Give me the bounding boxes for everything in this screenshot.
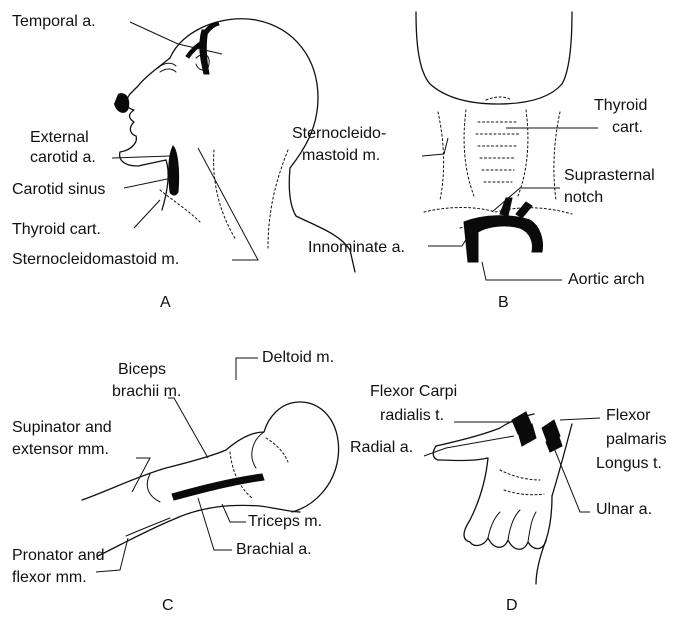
panel-letter-a: A	[160, 294, 171, 311]
arm-outline	[82, 402, 339, 556]
label-fcr-line1: Flexor Carpi	[370, 383, 457, 400]
panel-c: Deltoid m. Biceps brachii m. Supinator a…	[12, 349, 339, 614]
carotid-artery	[169, 146, 179, 195]
label-carotid-sinus: Carotid sinus	[12, 181, 105, 198]
label-thyroid-a: Thyroid cart.	[12, 221, 101, 238]
jaw-outline	[416, 12, 572, 228]
label-fcr-line2: radialis t.	[380, 407, 444, 424]
label-thyroid-b-line1: Thyroid	[594, 97, 647, 114]
leader-thyroid-a	[134, 200, 160, 228]
panel-letter-d: D	[506, 597, 518, 614]
leader-flexor	[560, 418, 600, 420]
label-biceps-line2: brachii m.	[112, 383, 181, 400]
label-thyroid-b-line2: cart.	[612, 119, 643, 136]
leader-ulnar	[554, 448, 590, 512]
leader-aortic-arch	[482, 262, 562, 280]
mouth-shape	[114, 93, 129, 113]
leader-scm-a	[198, 148, 258, 260]
label-brachial: Brachial a.	[236, 541, 312, 558]
label-biceps-line1: Biceps	[118, 361, 166, 378]
label-notch-line2: notch	[564, 189, 603, 206]
label-ulnar: Ulnar a.	[596, 501, 652, 518]
leader-carotid-sinus	[124, 178, 172, 188]
label-notch-line1: Suprasternal	[564, 167, 655, 184]
label-flexor-line3: Longus t.	[596, 455, 662, 472]
temporal-artery	[186, 22, 219, 74]
label-innominate: Innominate a.	[308, 239, 405, 256]
label-pronator-line1: Pronator and	[12, 547, 105, 564]
label-radial: Radial a.	[350, 439, 413, 456]
label-pronator-line2: flexor mm.	[12, 569, 87, 586]
panel-letter-c: C	[162, 597, 174, 614]
label-flexor-line1: Flexor	[606, 407, 651, 424]
head-outline	[120, 19, 355, 272]
label-triceps: Triceps m.	[248, 513, 322, 530]
aortic-vessels	[464, 198, 543, 262]
label-scm-b-line2: mastoid m.	[302, 147, 380, 164]
label-deltoid: Deltoid m.	[262, 349, 334, 366]
label-scm-b-line1: Sternocleido-	[292, 125, 386, 142]
leader-external-carotid	[112, 156, 170, 158]
leader-scm-b	[422, 138, 448, 156]
leader-biceps	[168, 398, 208, 458]
label-flexor-line2: palmaris	[606, 431, 666, 448]
label-external-line1: External	[30, 129, 89, 146]
panel-d: Flexor Carpi radialis t. Radial a. Flexo…	[350, 383, 666, 614]
label-scm-a: Sternocleidomastoid m.	[12, 251, 179, 268]
label-external-line2: carotid a.	[30, 149, 96, 166]
wrist-vessels	[512, 412, 562, 452]
label-temporal: Temporal a.	[12, 13, 96, 30]
panel-letter-b: B	[498, 294, 509, 311]
label-supinator-line1: Supinator and	[12, 419, 112, 436]
leader-deltoid	[236, 358, 258, 380]
label-aortic-arch: Aortic arch	[568, 271, 644, 288]
label-supinator-line2: extensor mm.	[12, 441, 109, 458]
panel-b: Sternocleido- mastoid m. Thyroid cart. S…	[292, 12, 655, 311]
